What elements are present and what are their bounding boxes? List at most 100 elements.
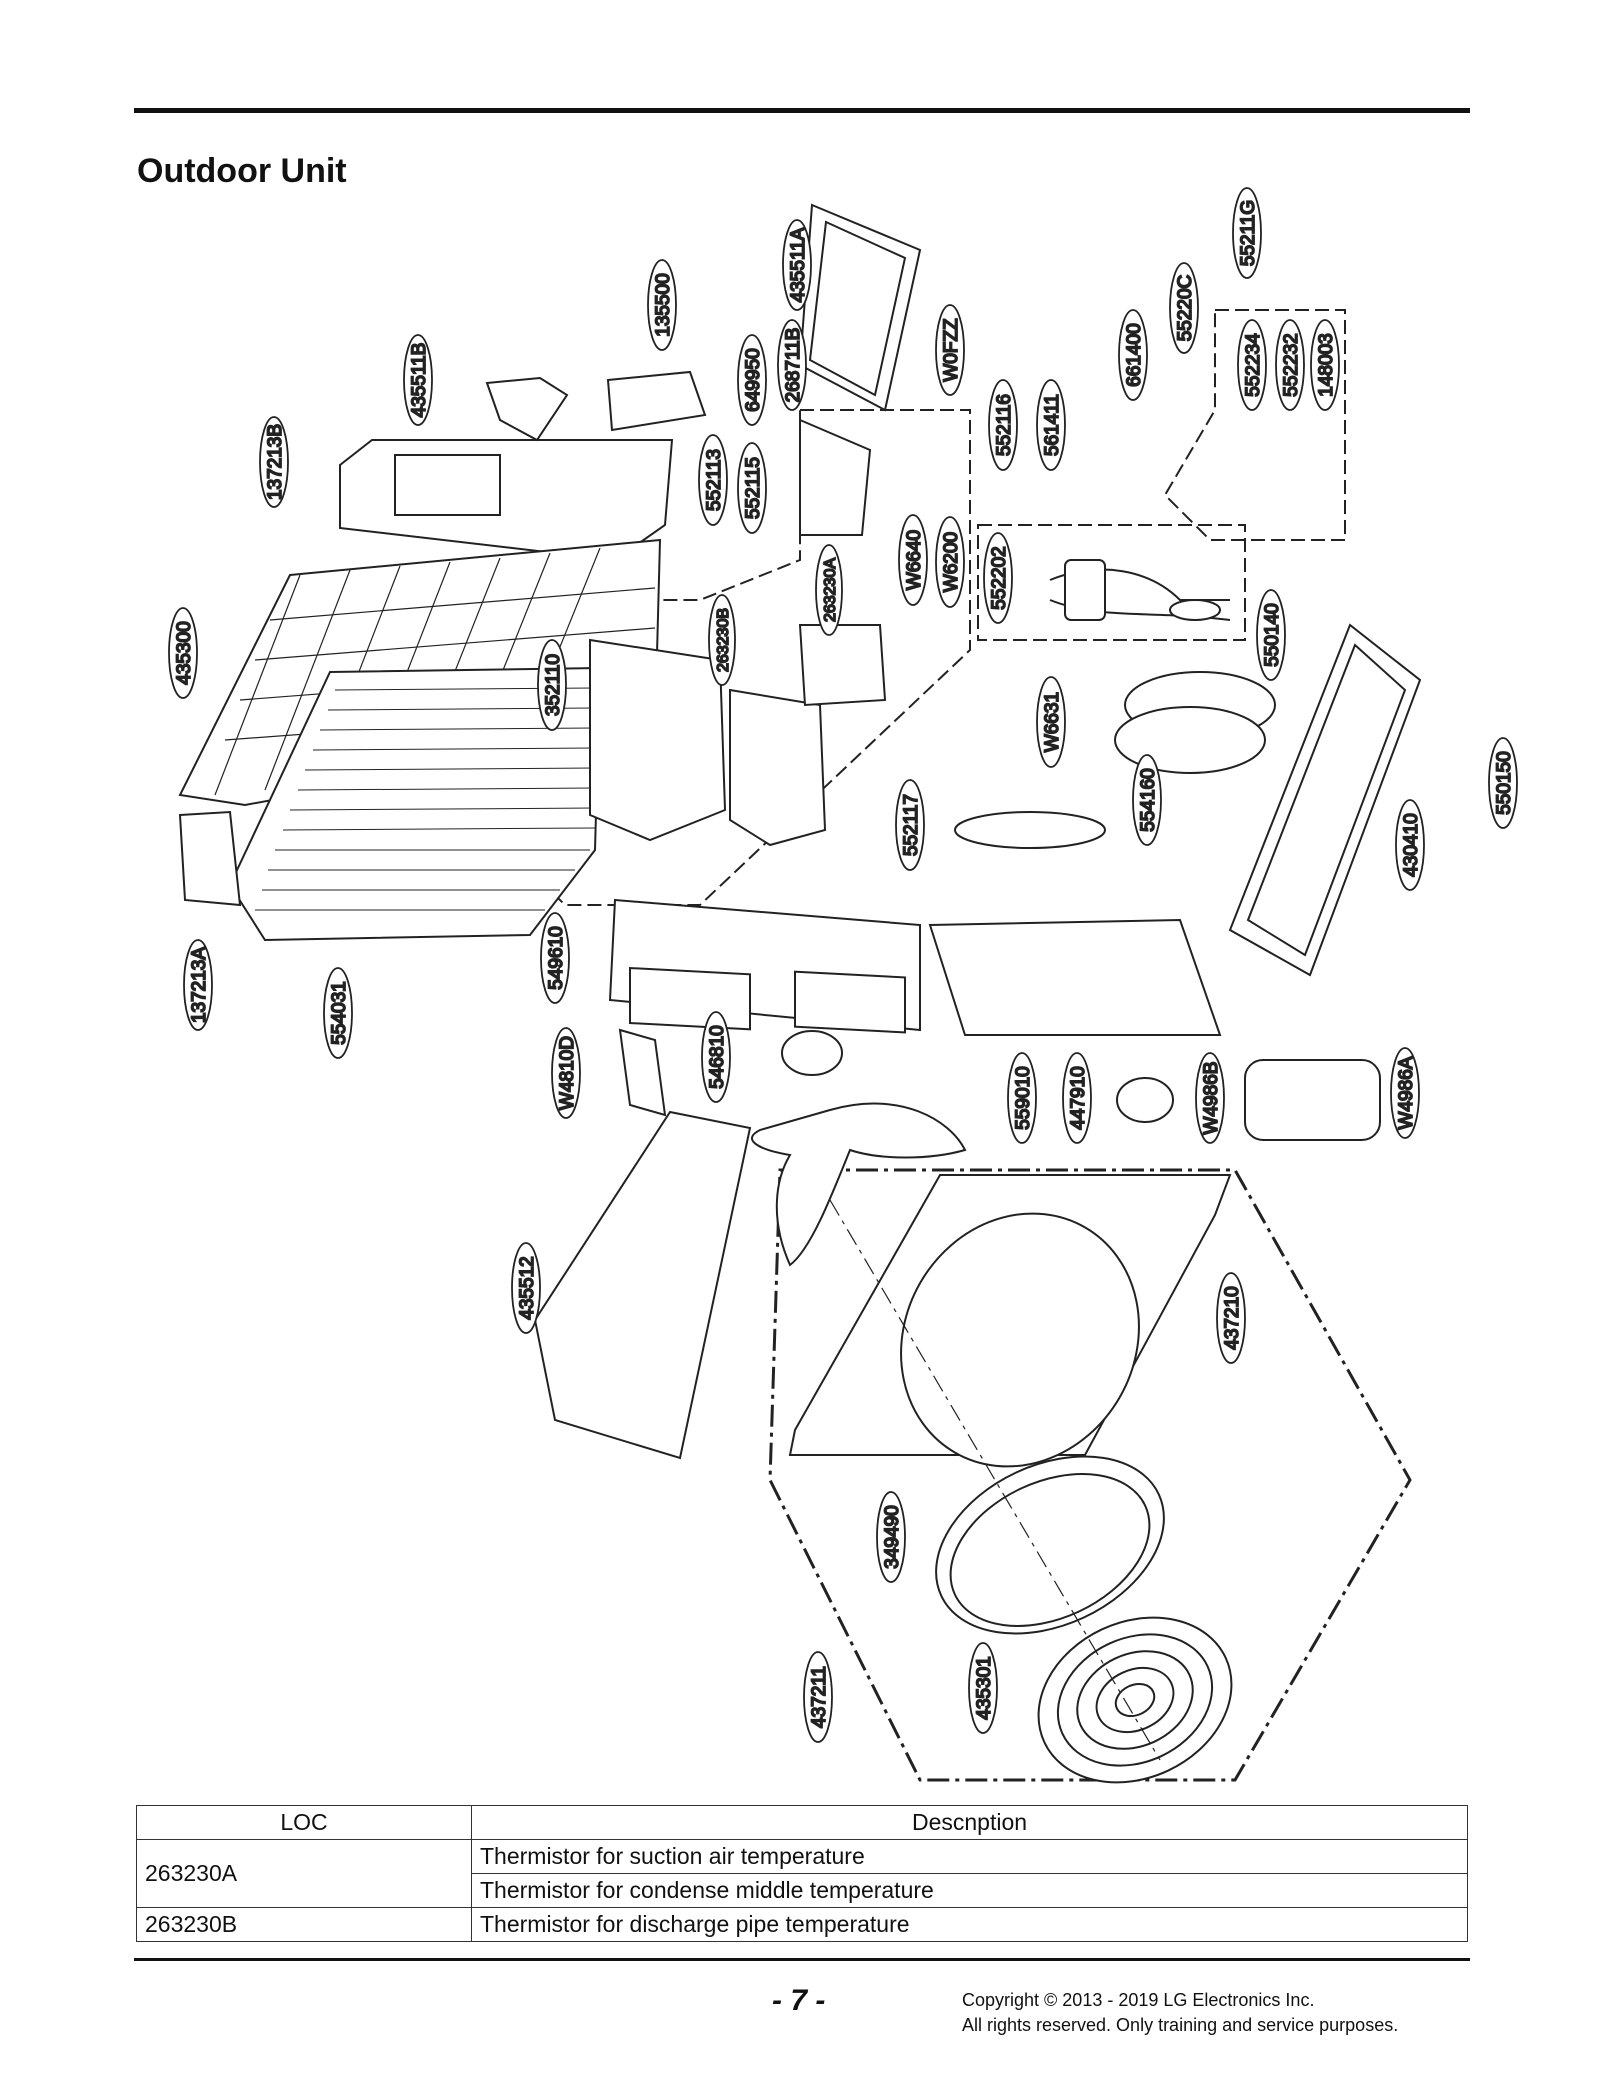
- svg-text:437210: 437210: [1222, 1286, 1243, 1349]
- table-row: 263230B Thermistor for discharge pipe te…: [136, 1907, 1468, 1942]
- callout: 549610: [540, 912, 570, 1004]
- svg-text:263230A: 263230A: [822, 558, 839, 622]
- callout: 435301: [968, 1642, 998, 1734]
- svg-text:550150: 550150: [1494, 751, 1515, 814]
- grille-panel-inner-part: [808, 220, 907, 397]
- front-panel-group-outline: [768, 1168, 1412, 1782]
- callout: W4986B: [1195, 1052, 1225, 1144]
- callout: 349490: [876, 1491, 906, 1583]
- table-cell-description: Thermistor for discharge pipe temperatur…: [471, 1907, 1468, 1942]
- capacitor-clamp-part: [1116, 1077, 1174, 1123]
- svg-text:435301: 435301: [974, 1656, 995, 1719]
- table-cell-description: Thermistor for suction air temperature: [471, 1839, 1468, 1874]
- top-rule: [134, 108, 1470, 113]
- table-header-description: Descnption: [471, 1805, 1468, 1840]
- partition-part: [928, 918, 1222, 1036]
- valve-group-outline: [977, 524, 1246, 641]
- terminal-block-part: [798, 624, 887, 707]
- copyright-line: Copyright © 2013 - 2019 LG Electronics I…: [962, 1990, 1315, 2010]
- side-panel-part: [178, 810, 242, 907]
- svg-text:552117: 552117: [901, 794, 922, 856]
- svg-text:435512: 435512: [517, 1256, 538, 1319]
- svg-text:554031: 554031: [329, 981, 350, 1044]
- callout: 435300: [168, 607, 198, 699]
- bottom-rule: [134, 1958, 1470, 1961]
- compressor-lower-part: [1114, 706, 1266, 774]
- assembly-axis-line: [829, 1199, 1161, 1761]
- callout: 352110: [537, 639, 567, 731]
- parts-table: LOC Descnption 263230A Thermistor for su…: [136, 1805, 1468, 1942]
- callout: 649950: [737, 334, 767, 426]
- callout: W4986A: [1390, 1047, 1420, 1139]
- callout: 435511B: [403, 334, 433, 426]
- svg-text:550140: 550140: [1262, 603, 1283, 666]
- callout: 552202: [983, 532, 1013, 624]
- svg-text:559010: 559010: [1013, 1066, 1034, 1129]
- capacitor-part: [1244, 1059, 1381, 1141]
- callout: 435511A: [782, 219, 812, 311]
- svg-text:263230B: 263230B: [715, 608, 732, 672]
- svg-text:135500: 135500: [653, 273, 674, 336]
- callout: 437210: [1216, 1272, 1246, 1364]
- svg-text:W0FZZ: W0FZZ: [941, 318, 962, 382]
- svg-text:552234: 552234: [1243, 333, 1264, 397]
- svg-text:546810: 546810: [707, 1025, 728, 1088]
- page-number: - 7 -: [772, 1984, 826, 2017]
- callout: 55220C: [1169, 262, 1199, 354]
- accumulator-part: [954, 811, 1106, 849]
- svg-text:137213B: 137213B: [265, 424, 286, 500]
- callout: 552116: [988, 379, 1018, 471]
- fan-opening-part: [900, 1212, 1140, 1468]
- callout: 561411: [1036, 379, 1066, 471]
- svg-text:561411: 561411: [1042, 394, 1063, 456]
- svg-text:552202: 552202: [989, 546, 1010, 609]
- callout: 552115: [737, 442, 767, 534]
- callout: 552113: [698, 434, 728, 526]
- svg-text:552116: 552116: [994, 394, 1015, 456]
- callout: 435512: [511, 1242, 541, 1334]
- sensor-group-outline: [1163, 309, 1346, 541]
- orifice-ring-inner-part: [949, 1473, 1151, 1627]
- callout: 55211G: [1232, 187, 1262, 279]
- svg-text:148003: 148003: [1316, 333, 1337, 396]
- svg-text:W4986B: W4986B: [1201, 1062, 1222, 1135]
- callout: 552234: [1237, 319, 1267, 411]
- callout: 552232: [1275, 319, 1305, 411]
- svg-text:55211G: 55211G: [1238, 200, 1259, 266]
- base-pan-inner-part: [1246, 643, 1407, 957]
- bracket-part: [606, 370, 707, 432]
- callout: 137213A: [183, 939, 213, 1031]
- svg-text:430410: 430410: [1401, 813, 1422, 876]
- callout: 546810: [701, 1011, 731, 1103]
- callout: 554031: [323, 967, 353, 1059]
- callout: 447910: [1062, 1052, 1092, 1144]
- svg-text:552115: 552115: [743, 457, 764, 519]
- callout: 137213B: [259, 416, 289, 508]
- svg-text:W6640: W6640: [904, 530, 925, 590]
- svg-text:435511B: 435511B: [409, 343, 430, 418]
- motor-bracket-window-left-part: [629, 966, 751, 1031]
- svg-text:352110: 352110: [543, 654, 564, 716]
- table-cell-loc: 263230A: [136, 1839, 472, 1908]
- copyright-line: All rights reserved. Only training and s…: [962, 2015, 1399, 2035]
- callout: 661400: [1118, 309, 1148, 401]
- front-side-panel-part: [533, 1110, 752, 1460]
- exploded-parts-diagram: 55211G 435511A 135500 55220C 661400 5522…: [168, 187, 1518, 1784]
- svg-text:649950: 649950: [743, 348, 764, 411]
- table-row: 263230A Thermistor for suction air tempe…: [136, 1839, 1468, 1908]
- callout: W0FZZ: [935, 304, 965, 396]
- callout: 263230A: [815, 544, 843, 636]
- callout: 552117: [895, 779, 925, 871]
- top-cover-window-part: [394, 454, 501, 516]
- control-box-tray-part: [729, 688, 827, 847]
- callout: 430410: [1395, 799, 1425, 891]
- svg-text:435300: 435300: [174, 621, 195, 684]
- motor-bracket-window-right-part: [794, 970, 906, 1034]
- muffler-part: [1169, 599, 1221, 621]
- control-box-part: [589, 638, 727, 842]
- svg-text:55220C: 55220C: [1175, 275, 1196, 342]
- callout: 148003: [1310, 319, 1340, 411]
- callout: W4810D: [551, 1027, 581, 1119]
- top-cover-part: [339, 439, 674, 562]
- fan-motor-part: [781, 1030, 843, 1076]
